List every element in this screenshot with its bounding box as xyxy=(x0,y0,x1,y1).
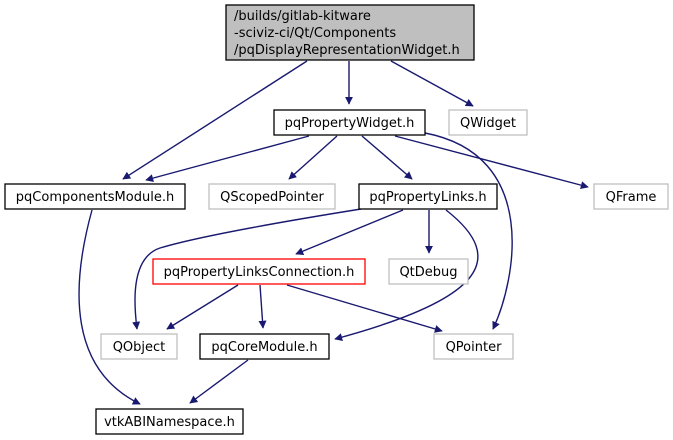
node-QtDebug: QtDebug xyxy=(388,258,469,285)
node-label: QtDebug xyxy=(399,265,457,280)
node-root[interactable]: /builds/gitlab-kitware -sciviz-ci/Qt/Comp… xyxy=(225,4,475,61)
node-label: /pqDisplayRepresentationWidget.h xyxy=(234,43,460,58)
edge-pqPropertyLinksConnection-to-QPointer xyxy=(286,284,443,333)
edge-pqPropertyLinks-to-pqPropertyLinksConnection xyxy=(295,209,404,255)
edge-line xyxy=(122,60,308,180)
node-QScopedPointer: QScopedPointer xyxy=(208,183,336,210)
edge-line xyxy=(394,135,589,190)
node-QFrame: QFrame xyxy=(593,183,669,210)
node-pqPropertyWidget[interactable]: pqPropertyWidget.h xyxy=(273,109,426,136)
node-box xyxy=(448,109,528,136)
node-label: QWidget xyxy=(460,116,516,131)
node-label: pqPropertyLinks.h xyxy=(369,190,486,205)
node-box xyxy=(100,333,178,360)
node-QWidget: QWidget xyxy=(448,109,528,136)
node-label: vtkABINamespace.h xyxy=(104,415,235,430)
node-pqPropertyLinksConnection[interactable]: pqPropertyLinksConnection.h xyxy=(152,258,366,285)
edge-line xyxy=(166,284,239,330)
edge-pqPropertyWidget-to-pqPropertyLinks xyxy=(361,135,413,180)
edge-pqPropertyWidget-to-pqComponentsModule xyxy=(145,135,310,182)
edge-line xyxy=(288,135,338,180)
edge-line xyxy=(145,135,310,182)
node-box xyxy=(273,109,426,136)
edge-pqPropertyWidget-to-QPointer xyxy=(424,132,513,330)
node-box xyxy=(199,333,330,360)
edge-root-to-QWidget xyxy=(390,60,474,107)
node-label: pqPropertyWidget.h xyxy=(285,116,415,131)
edge-pqPropertyWidget-to-QScopedPointer xyxy=(288,135,338,180)
node-QPointer: QPointer xyxy=(433,333,514,360)
edge-pqPropertyWidget-to-QFrame xyxy=(394,135,589,190)
node-box xyxy=(208,183,336,210)
node-label: QFrame xyxy=(606,190,657,205)
edge-line xyxy=(132,208,362,330)
node-box xyxy=(433,333,514,360)
node-box xyxy=(593,183,669,210)
edge-pqPropertyLinksConnection-to-pqCoreModule xyxy=(258,284,267,329)
node-box xyxy=(95,408,244,435)
node-box xyxy=(152,258,366,285)
edge-line xyxy=(286,284,443,333)
edge-pqComponentsModule-to-vtkABINamespace xyxy=(78,209,141,405)
node-label: QPointer xyxy=(446,340,503,355)
node-label: QObject xyxy=(113,340,166,355)
edge-pqCoreModule-to-vtkABINamespace xyxy=(189,359,249,404)
node-label: QScopedPointer xyxy=(220,190,324,205)
edge-root-to-pqComponentsModule xyxy=(122,60,308,180)
node-pqPropertyLinks[interactable]: pqPropertyLinks.h xyxy=(358,183,498,210)
node-label: pqComponentsModule.h xyxy=(16,190,174,205)
node-box xyxy=(4,183,186,210)
edge-line xyxy=(78,209,141,405)
node-vtkABINamespace[interactable]: vtkABINamespace.h xyxy=(95,408,244,435)
edge-line xyxy=(361,135,413,180)
edge-line xyxy=(424,132,513,330)
node-pqComponentsModule[interactable]: pqComponentsModule.h xyxy=(4,183,186,210)
edge-line xyxy=(295,209,404,255)
node-box xyxy=(358,183,498,210)
node-box xyxy=(388,258,469,285)
node-label: -sciviz-ci/Qt/Components xyxy=(234,26,396,41)
node-pqCoreModule[interactable]: pqCoreModule.h xyxy=(199,333,330,360)
nodes-layer: /builds/gitlab-kitware -sciviz-ci/Qt/Comp… xyxy=(4,4,669,435)
node-label: /builds/gitlab-kitware xyxy=(234,9,371,24)
node-label: pqCoreModule.h xyxy=(211,340,317,355)
edge-line xyxy=(390,60,474,107)
node-label: pqPropertyLinksConnection.h xyxy=(164,265,355,280)
edge-line xyxy=(189,359,249,404)
edge-pqPropertyLinksConnection-to-QObject xyxy=(166,284,239,330)
node-box xyxy=(225,4,475,61)
edge-pqPropertyLinks-to-QObject xyxy=(132,208,362,330)
edge-line xyxy=(258,284,267,329)
node-QObject: QObject xyxy=(100,333,178,360)
